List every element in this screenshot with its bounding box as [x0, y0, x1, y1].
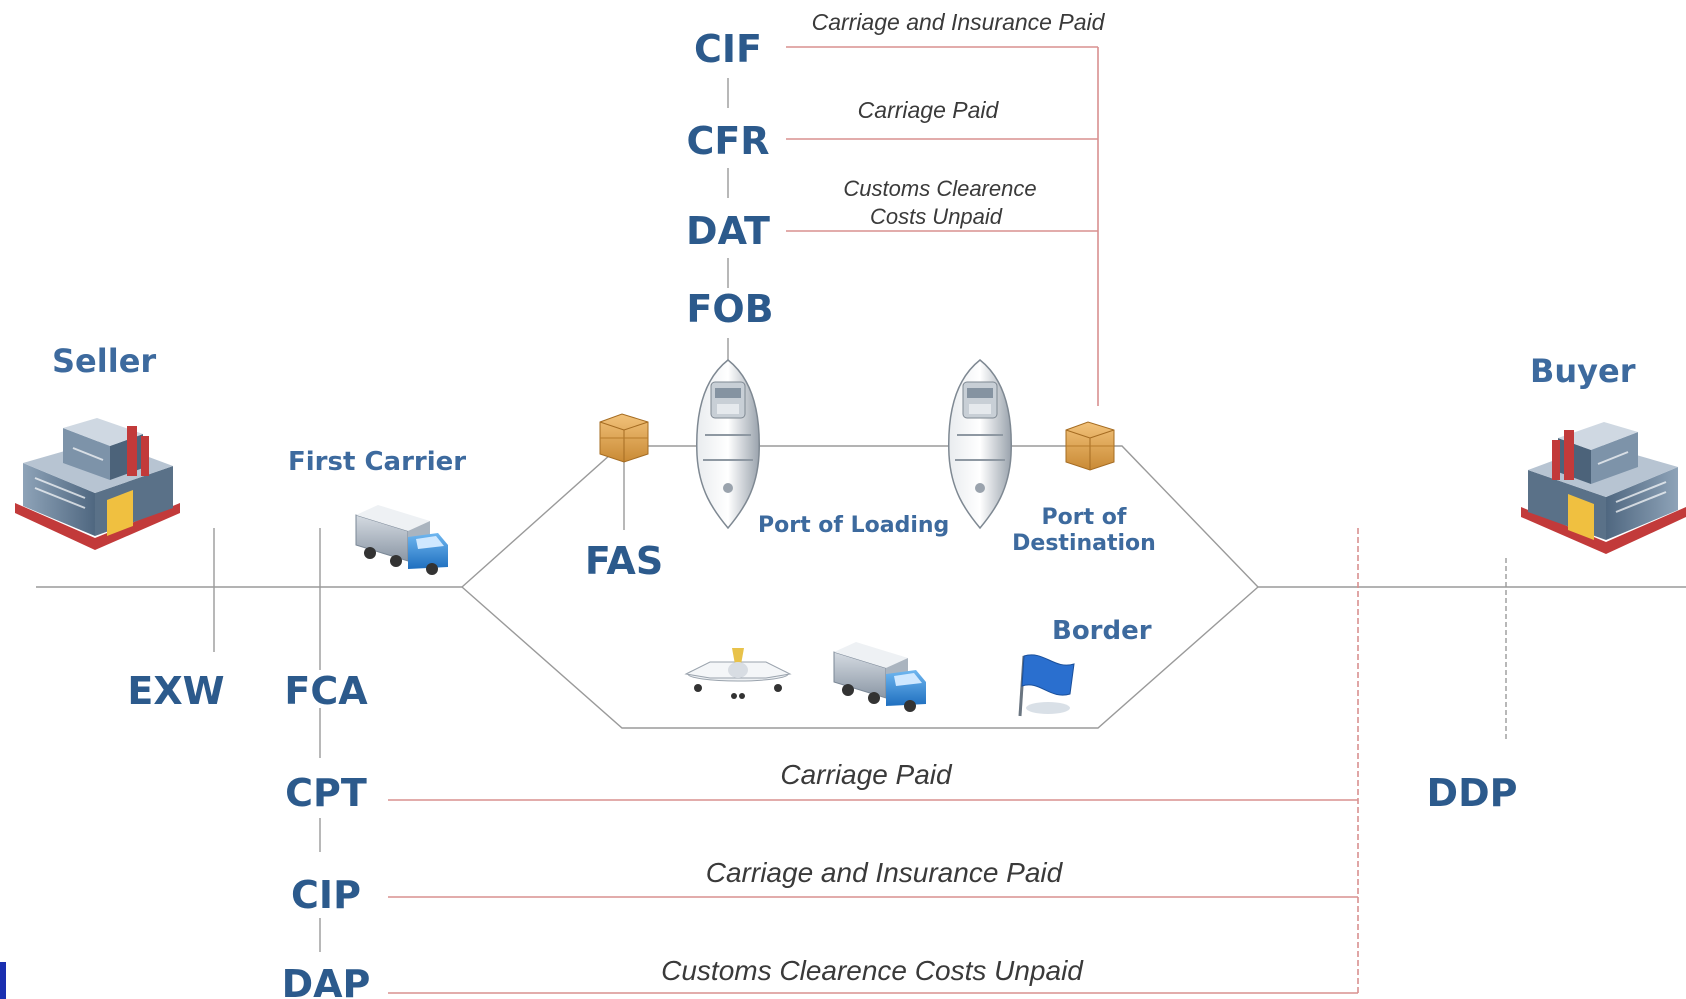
term-cif: CIF [694, 27, 762, 71]
border-flag-icon [1018, 654, 1075, 717]
note-dat-line2: Costs Unpaid [870, 204, 1003, 229]
port-of-destination-label-line2: Destination [1012, 531, 1156, 556]
first-carrier-label: First Carrier [288, 447, 466, 477]
edge-marker [0, 962, 6, 999]
term-fob: FOB [686, 287, 773, 331]
note-cif: Carriage and Insurance Paid [812, 9, 1106, 35]
connector-lines [388, 46, 1359, 994]
factory-icon [1520, 421, 1686, 555]
term-dat: DAT [686, 209, 770, 253]
note-dap: Customs Clearence Costs Unpaid [661, 955, 1084, 986]
cargo-box-icon [1065, 421, 1115, 471]
term-cip: CIP [291, 873, 361, 917]
truck-icon [833, 641, 927, 713]
ship-icon [947, 359, 1013, 529]
port-of-destination-label-line1: Port of [1042, 505, 1127, 530]
note-cfr: Carriage Paid [858, 97, 1000, 123]
seller-label: Seller [52, 342, 156, 380]
truck-icon [355, 504, 449, 576]
airplane-icon [684, 648, 792, 699]
term-cfr: CFR [686, 119, 769, 163]
buyer-label: Buyer [1530, 352, 1636, 390]
term-fca: FCA [284, 669, 368, 713]
term-cpt: CPT [285, 771, 367, 815]
note-cip: Carriage and Insurance Paid [706, 857, 1064, 888]
factory-icon [14, 417, 181, 551]
note-cpt: Carriage Paid [780, 759, 953, 790]
ship-icon [695, 359, 761, 529]
term-dap: DAP [282, 962, 371, 999]
term-exw: EXW [127, 669, 224, 713]
term-fas: FAS [585, 539, 663, 583]
cargo-box-icon [599, 413, 649, 463]
note-dat-line1: Customs Clearence [843, 176, 1036, 201]
border-label: Border [1052, 616, 1152, 646]
port-of-loading-label: Port of Loading [758, 513, 949, 538]
term-ddp: DDP [1427, 771, 1518, 815]
